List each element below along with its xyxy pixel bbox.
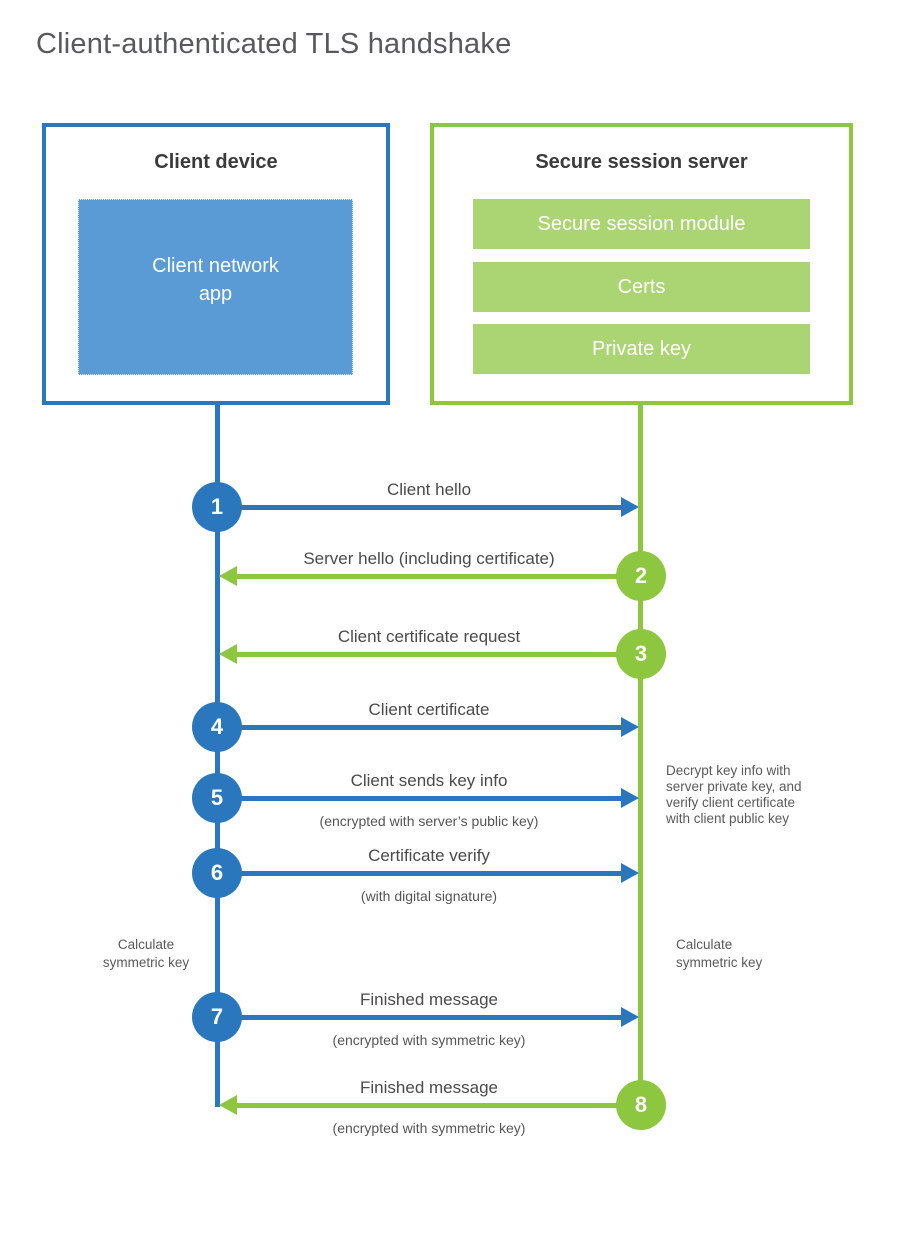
step-5-label: Client sends key info — [350, 771, 508, 790]
handshake-step-5: 5 Client sends key info (encrypted with … — [0, 768, 900, 840]
server-title: Secure session server — [535, 151, 748, 173]
calc-note-line: symmetric key — [102, 955, 190, 970]
step-8-arrowhead-icon — [219, 1095, 237, 1115]
calc-note-line: Calculate — [117, 937, 175, 952]
client-network-app-box: Client network app — [78, 199, 353, 375]
handshake-step-1: 1 Client hello — [0, 477, 900, 549]
step-2-arrowhead-icon — [219, 566, 237, 586]
step-2-label: Server hello (including certificate) — [303, 549, 555, 568]
step-2-badge: 2 — [616, 551, 666, 601]
step-4-arrow — [217, 725, 623, 730]
step-7-badge: 7 — [192, 992, 242, 1042]
step-1-label: Client hello — [386, 480, 472, 499]
handshake-step-4: 4 Client certificate — [0, 697, 900, 769]
step-4-arrowhead-icon — [621, 717, 639, 737]
step-5-arrowhead-icon — [621, 788, 639, 808]
client-lifeline — [215, 404, 220, 1107]
step-5-badge: 5 — [192, 773, 242, 823]
step-6-arrowhead-icon — [621, 863, 639, 883]
handshake-step-8: 8 Finished message (encrypted with symme… — [0, 1075, 900, 1147]
server-module-certs: Certs — [473, 262, 810, 312]
step-1-arrowhead-icon — [621, 497, 639, 517]
decrypt-note-line: with client public key — [666, 811, 790, 826]
step-6-badge: 6 — [192, 848, 242, 898]
step-5-arrow — [217, 796, 623, 801]
step-3-arrowhead-icon — [219, 644, 237, 664]
handshake-step-2: 2 Server hello (including certificate) — [0, 546, 900, 618]
step-8-sublabel: (encrypted with symmetric key) — [332, 1120, 526, 1136]
step-7-arrowhead-icon — [621, 1007, 639, 1027]
page-title: Client-authenticated TLS handshake — [36, 28, 512, 60]
step-3-arrow — [236, 652, 643, 657]
step-1-badge: 1 — [192, 482, 242, 532]
server-lifeline — [638, 404, 643, 1105]
server-module-secure-session: Secure session module — [473, 199, 810, 249]
step-6-sublabel: (with digital signature) — [360, 888, 498, 904]
decrypt-note-line: verify client certificate — [666, 795, 796, 810]
step-6-label: Certificate verify — [368, 846, 490, 865]
step-8-label: Finished message — [360, 1078, 498, 1097]
handshake-step-7: 7 Finished message (encrypted with symme… — [0, 987, 900, 1059]
client-device-box: Client device Client network app — [42, 123, 390, 405]
calc-note-line: Calculate — [676, 937, 733, 952]
step-7-sublabel: (encrypted with symmetric key) — [332, 1032, 526, 1048]
handshake-step-6: 6 Certificate verify (with digital signa… — [0, 843, 900, 915]
step-6-arrow — [217, 871, 623, 876]
calculate-symmetric-key-client-note: Calculate symmetric key — [85, 936, 207, 972]
step-3-badge: 3 — [616, 629, 666, 679]
step-7-arrow — [217, 1015, 623, 1020]
client-device-title: Client device — [154, 151, 278, 173]
step-8-arrow — [236, 1103, 643, 1108]
server-module-private-key: Private key — [473, 324, 810, 374]
step-4-badge: 4 — [192, 702, 242, 752]
calc-note-line: symmetric key — [676, 955, 763, 970]
step-1-arrow — [217, 505, 623, 510]
step-2-arrow — [236, 574, 643, 579]
client-app-label-line2: app — [198, 283, 233, 305]
step-5-sublabel: (encrypted with server’s public key) — [319, 813, 539, 829]
calculate-symmetric-key-server-note: Calculate symmetric key — [676, 936, 816, 972]
secure-session-server-box: Secure session server Secure session mod… — [430, 123, 853, 405]
step-4-label: Client certificate — [368, 700, 490, 719]
client-app-label-line1: Client network — [152, 255, 279, 277]
step-7-label: Finished message — [360, 990, 498, 1009]
step-8-badge: 8 — [616, 1080, 666, 1130]
step-3-label: Client certificate request — [337, 627, 521, 646]
decrypt-note-line: server private key, and — [666, 779, 802, 794]
handshake-step-3: 3 Client certificate request — [0, 624, 900, 696]
decrypt-note-line: Decrypt key info with — [666, 763, 791, 778]
decrypt-key-info-note: Decrypt key info with server private key… — [666, 763, 836, 827]
